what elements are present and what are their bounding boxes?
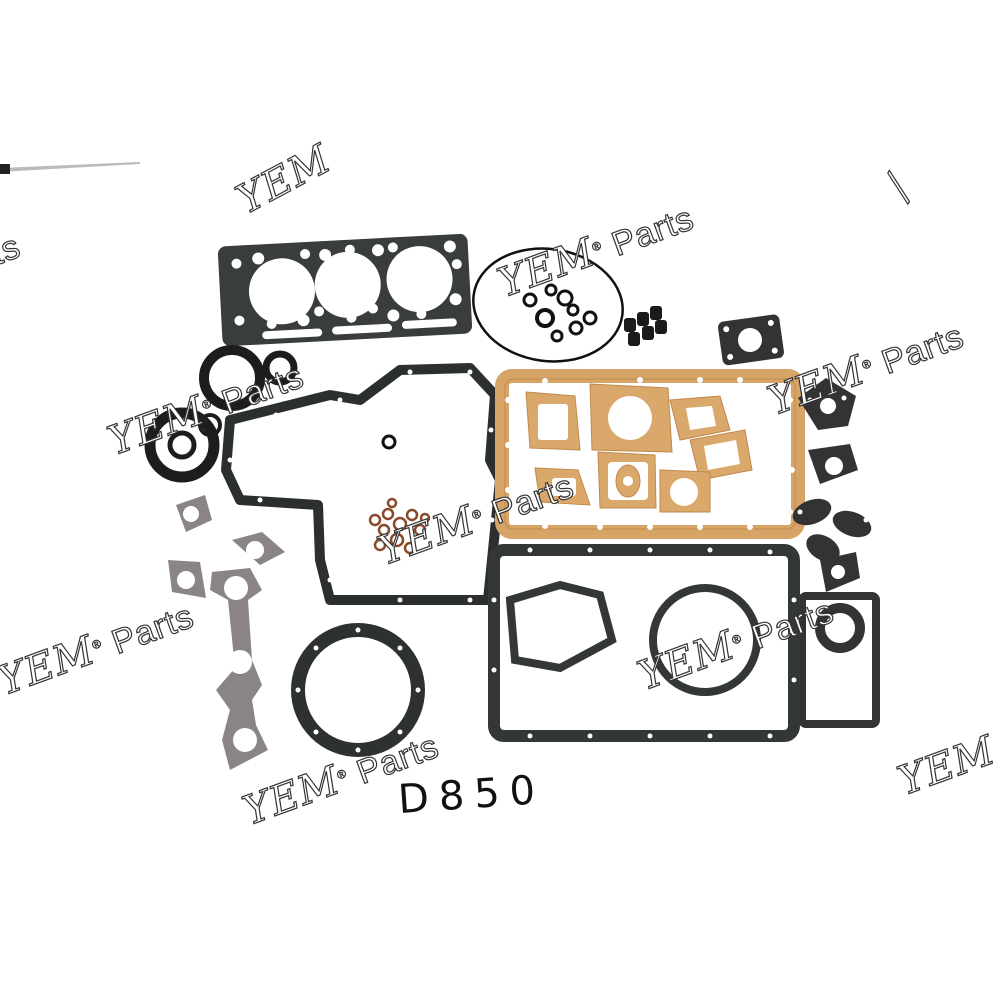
round-flange-gasket xyxy=(291,623,425,757)
small-o-rings xyxy=(522,283,598,343)
copper-washers xyxy=(368,497,431,555)
oil-pan-gasket xyxy=(488,544,800,742)
cylinder-head-gasket xyxy=(217,233,473,347)
flange-gasket-top-right xyxy=(718,314,784,366)
large-o-ring xyxy=(472,247,624,363)
valve-stem-seals xyxy=(624,306,667,346)
paper-gasket-set xyxy=(495,369,805,539)
oil-seals xyxy=(144,345,298,483)
